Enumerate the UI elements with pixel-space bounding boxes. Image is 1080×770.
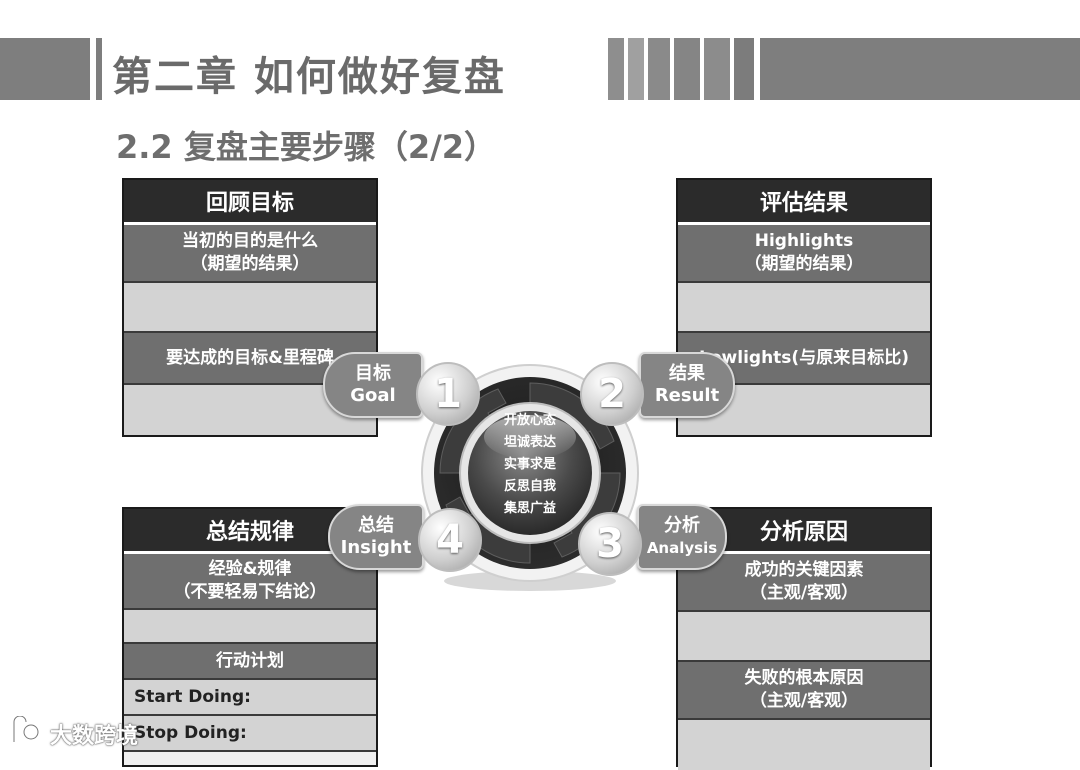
header-stripe-5 [704, 38, 730, 100]
summary-row-action-plan: 行动计划 [124, 644, 376, 680]
evaluate-row-lowlights: Lowlights(与原来目标比) [678, 333, 930, 385]
wheel-center-principles: 开放心态 坦诚表达 实事求是 反思自我 集思广益 [476, 410, 584, 520]
panel-review-title: 回顾目标 [124, 180, 376, 225]
step-analysis-en: Analysis [646, 539, 718, 557]
watermark-text: 大数跨境 [50, 724, 139, 749]
panel-evaluate-title: 评估结果 [678, 180, 930, 225]
step-number-4: 4 [418, 508, 482, 572]
panel-review-goal: 回顾目标 当初的目的是什么 （期望的结果） 要达成的目标&里程碑 [122, 178, 378, 437]
step-tab-result: 结果 Result [639, 352, 735, 418]
principle-2: 坦诚表达 [503, 435, 556, 450]
step-insight-en: Insight [340, 537, 412, 558]
section-subtitle: 2.2 复盘主要步骤（2/2） [116, 128, 497, 166]
header-bar-right [760, 38, 1080, 100]
header-divider [96, 38, 102, 100]
analyze-row-success: 成功的关键因素 （主观/客观） [678, 554, 930, 612]
summary-row-start-doing: Start Doing: [124, 680, 376, 716]
page-title: 第二章 如何做好复盘 [112, 54, 506, 100]
summary-row-blank [124, 610, 376, 644]
summary-row-experience: 经验&规律 （不要轻易下结论） [124, 554, 376, 610]
evaluate-row-highlights: Highlights （期望的结果） [678, 225, 930, 283]
review-row-purpose: 当初的目的是什么 （期望的结果） [124, 225, 376, 283]
principle-1: 开放心态 [503, 413, 556, 428]
header-stripe-3 [648, 38, 670, 100]
analyze-row-blank-2 [678, 720, 930, 770]
step-tab-goal: 目标 Goal [323, 352, 423, 418]
step-goal-cn: 目标 [355, 363, 391, 384]
analyze-row-blank [678, 612, 930, 662]
step-number-3: 3 [578, 512, 642, 576]
step-tab-analysis: 分析 Analysis [637, 504, 727, 570]
step-goal-en: Goal [350, 385, 396, 406]
analyze-row-failure: 失败的根本原因 （主观/客观） [678, 662, 930, 720]
evaluate-row-blank [678, 283, 930, 333]
step-number-2: 2 [580, 362, 644, 426]
header-stripe-2 [628, 38, 644, 100]
step-result-en: Result [654, 385, 720, 406]
wheel-core-shine [484, 415, 576, 459]
review-row-blank [124, 283, 376, 333]
header-stripe-4 [674, 38, 700, 100]
step-tab-insight: 总结 Insight [328, 504, 424, 570]
principle-5: 集思广益 [503, 501, 556, 516]
header-stripe-6 [734, 38, 754, 100]
principle-3: 实事求是 [503, 457, 556, 472]
summary-row-stop-doing: Stop Doing: [124, 716, 376, 752]
header-bar-left [0, 38, 90, 100]
principle-4: 反思自我 [503, 479, 556, 494]
step-analysis-cn: 分析 [664, 515, 700, 536]
header-stripe-1 [608, 38, 624, 100]
step-number-1: 1 [416, 362, 480, 426]
step-insight-cn: 总结 [358, 515, 394, 536]
watermark-logo-icon [12, 716, 40, 742]
step-result-cn: 结果 [669, 363, 705, 384]
